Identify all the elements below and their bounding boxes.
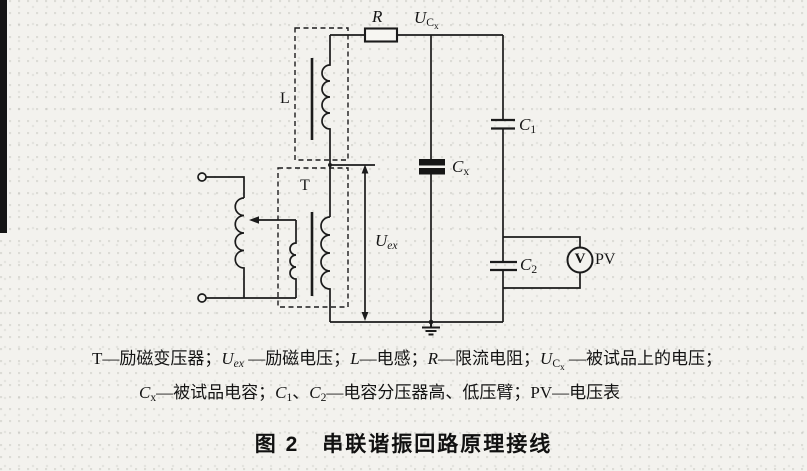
- transformer-T-primary-coil: [289, 220, 297, 298]
- voltmeter-V-glyph: V: [574, 251, 586, 267]
- label-capacitor-C2: C2: [520, 255, 538, 277]
- wire-terminal-top: [206, 176, 245, 198]
- junction-dot-uex: [328, 163, 332, 167]
- variac-coil: [234, 197, 245, 298]
- label-voltmeter-PV: PV: [595, 251, 616, 268]
- resistor-R: [363, 27, 399, 43]
- figure-title: 图 2 串联谐振回路原理接线: [254, 433, 553, 456]
- uex-arrowhead-up: [361, 164, 369, 174]
- transformer-T-secondary-coil: [320, 216, 331, 322]
- transformer-T-dashed-box: [277, 167, 349, 308]
- label-capacitor-C1: C1: [519, 115, 537, 137]
- input-terminal-top: [197, 172, 207, 182]
- label-resistor-R: R: [372, 7, 383, 26]
- capacitor-C2-plates: [490, 260, 517, 272]
- label-voltage-Uex: Uex: [375, 231, 398, 253]
- ground-symbol: [422, 322, 440, 336]
- figure-caption-line1: T—励磁变压器；Uex —励磁电压；L—电感；R—限流电阻；UCx —被试品上的…: [92, 349, 722, 373]
- capacitor-Cx-plate-bottom: [419, 168, 445, 175]
- figure-caption-line2: Cx—被试品电容；C1、C2—电容分压器高、低压臂；PV—电压表: [139, 383, 621, 405]
- scan-edge-artifact: [0, 0, 7, 233]
- voltmeter-PV-circle: [566, 246, 594, 274]
- label-capacitor-Cx: Cx: [452, 157, 470, 179]
- label-inductor-L: L: [280, 90, 290, 107]
- label-transformer-T: T: [300, 177, 310, 194]
- input-terminal-bottom: [197, 293, 207, 303]
- variac-tap-arrowhead: [249, 216, 259, 224]
- uex-arrowhead-down: [361, 312, 369, 321]
- wire-pv-top: [503, 236, 581, 248]
- capacitor-C1-plates: [491, 118, 515, 130]
- inductor-L-dashed-box: [294, 27, 349, 161]
- circuit-diagram: [197, 27, 594, 336]
- capacitor-Cx-plate-top: [419, 159, 445, 166]
- wire-pv-bottom: [503, 272, 581, 289]
- inductor-L-coil: [321, 35, 331, 217]
- label-voltage-UCx: UCx: [414, 8, 439, 32]
